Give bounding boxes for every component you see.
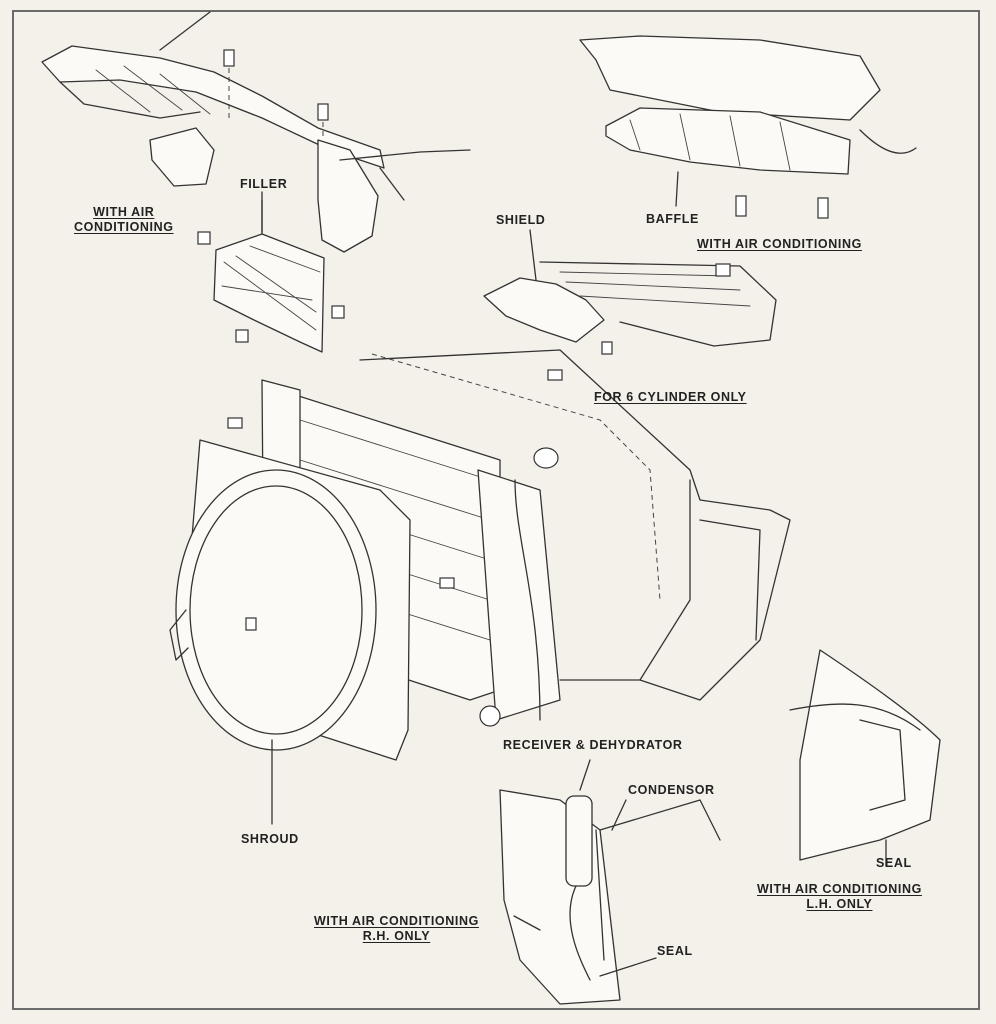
label-with-air-conditioning-lh-only: WITH AIR CONDITIONING L.H. ONLY xyxy=(757,882,922,912)
label-with-air-conditioning-rh-only: WITH AIR CONDITIONING R.H. ONLY xyxy=(314,914,479,944)
label-line-1: WITH AIR CONDITIONING xyxy=(314,914,479,928)
label-line-1: WITH AIR CONDITIONING xyxy=(757,882,922,896)
label-shield: SHIELD xyxy=(496,213,546,227)
fan-shroud xyxy=(169,439,411,761)
label-line-2: CONDITIONING xyxy=(74,220,174,234)
label-with-air-conditioning-top-right: WITH AIR CONDITIONING xyxy=(697,237,862,251)
ac-cowl-bracket xyxy=(41,11,471,253)
lh-seal-inset xyxy=(789,649,941,867)
baffle-assembly xyxy=(579,35,917,219)
label-baffle: BAFFLE xyxy=(646,212,699,226)
leader-lines xyxy=(261,171,679,931)
label-shroud: SHROUD xyxy=(241,832,299,846)
shield-assembly xyxy=(483,261,777,355)
rh-condenser-inset xyxy=(499,759,721,1005)
label-for-6-cylinder-only: FOR 6 CYLINDER ONLY xyxy=(594,390,747,404)
label-receiver-dehydrator: RECEIVER & DEHYDRATOR xyxy=(503,738,683,752)
radiator-support xyxy=(359,349,791,701)
label-line-1: WITH AIR xyxy=(93,205,155,219)
label-filler: FILLER xyxy=(240,177,288,191)
label-line-2: L.H. ONLY xyxy=(806,897,873,911)
label-with-air-conditioning-top-left: WITH AIR CONDITIONING xyxy=(74,205,174,235)
label-line-2: R.H. ONLY xyxy=(362,929,431,943)
label-condensor: CONDENSOR xyxy=(628,783,715,797)
label-seal-bottom: SEAL xyxy=(657,944,693,958)
label-seal-right: SEAL xyxy=(876,856,912,870)
